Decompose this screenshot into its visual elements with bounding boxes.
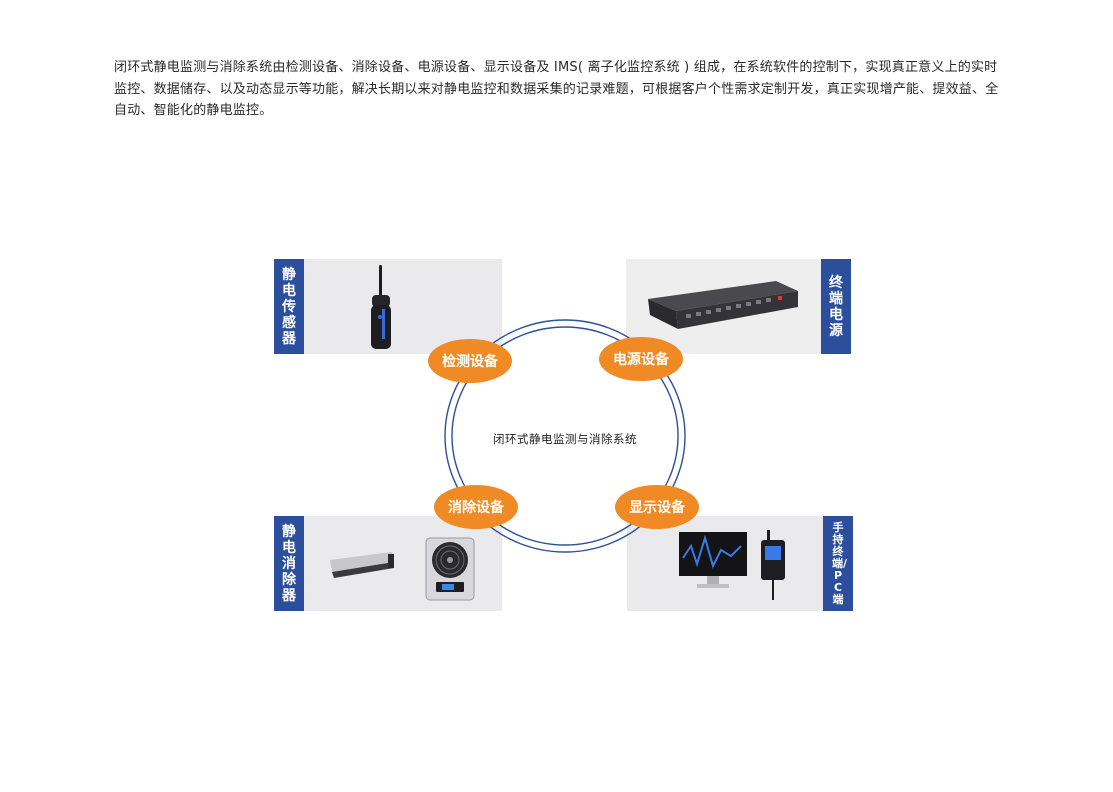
node-power: 电源设备 — [599, 337, 683, 381]
node-eliminate: 消除设备 — [434, 485, 518, 529]
panel-static-sensor: 静电传感器 — [274, 259, 502, 354]
ionizer-fan-icon — [425, 537, 475, 601]
panel-tag-elim: 静电消除器 — [274, 516, 304, 611]
power-supply-icon — [648, 281, 798, 329]
panel-static-eliminator: 静电消除器 — [274, 516, 502, 611]
panel-tag-sensor-text: 静电传感器 — [282, 266, 296, 347]
node-display: 显示设备 — [615, 485, 699, 529]
center-label: 闭环式静电监测与消除系统 — [493, 432, 637, 446]
panel-tag-sensor: 静电传感器 — [274, 259, 304, 354]
handheld-terminal-icon — [761, 530, 785, 600]
intro-paragraph: 闭环式静电监测与消除系统由检测设备、消除设备、电源设备、显示设备及 IMS( 离… — [114, 60, 999, 118]
panel-tag-elim-text: 静电消除器 — [282, 523, 296, 604]
panel-tag-power-text: 终端电源 — [829, 274, 843, 339]
panel-tag-display-text: 手持终端/PC端 — [832, 520, 848, 606]
monitor-icon — [679, 532, 747, 588]
system-ring — [444, 319, 686, 553]
node-detect: 检测设备 — [428, 339, 512, 383]
display-art — [679, 530, 785, 600]
panel-tag-power: 终端电源 — [821, 259, 851, 354]
ionizer-bar-icon — [330, 552, 394, 578]
handheld-sensor-icon — [371, 265, 391, 349]
eliminator-art — [330, 537, 475, 601]
panel-terminal-power: 终端电源 — [626, 259, 851, 354]
panel-handheld-pc: 手持终端/PC端 — [627, 516, 853, 611]
panel-tag-display: 手持终端/PC端 — [823, 516, 853, 611]
